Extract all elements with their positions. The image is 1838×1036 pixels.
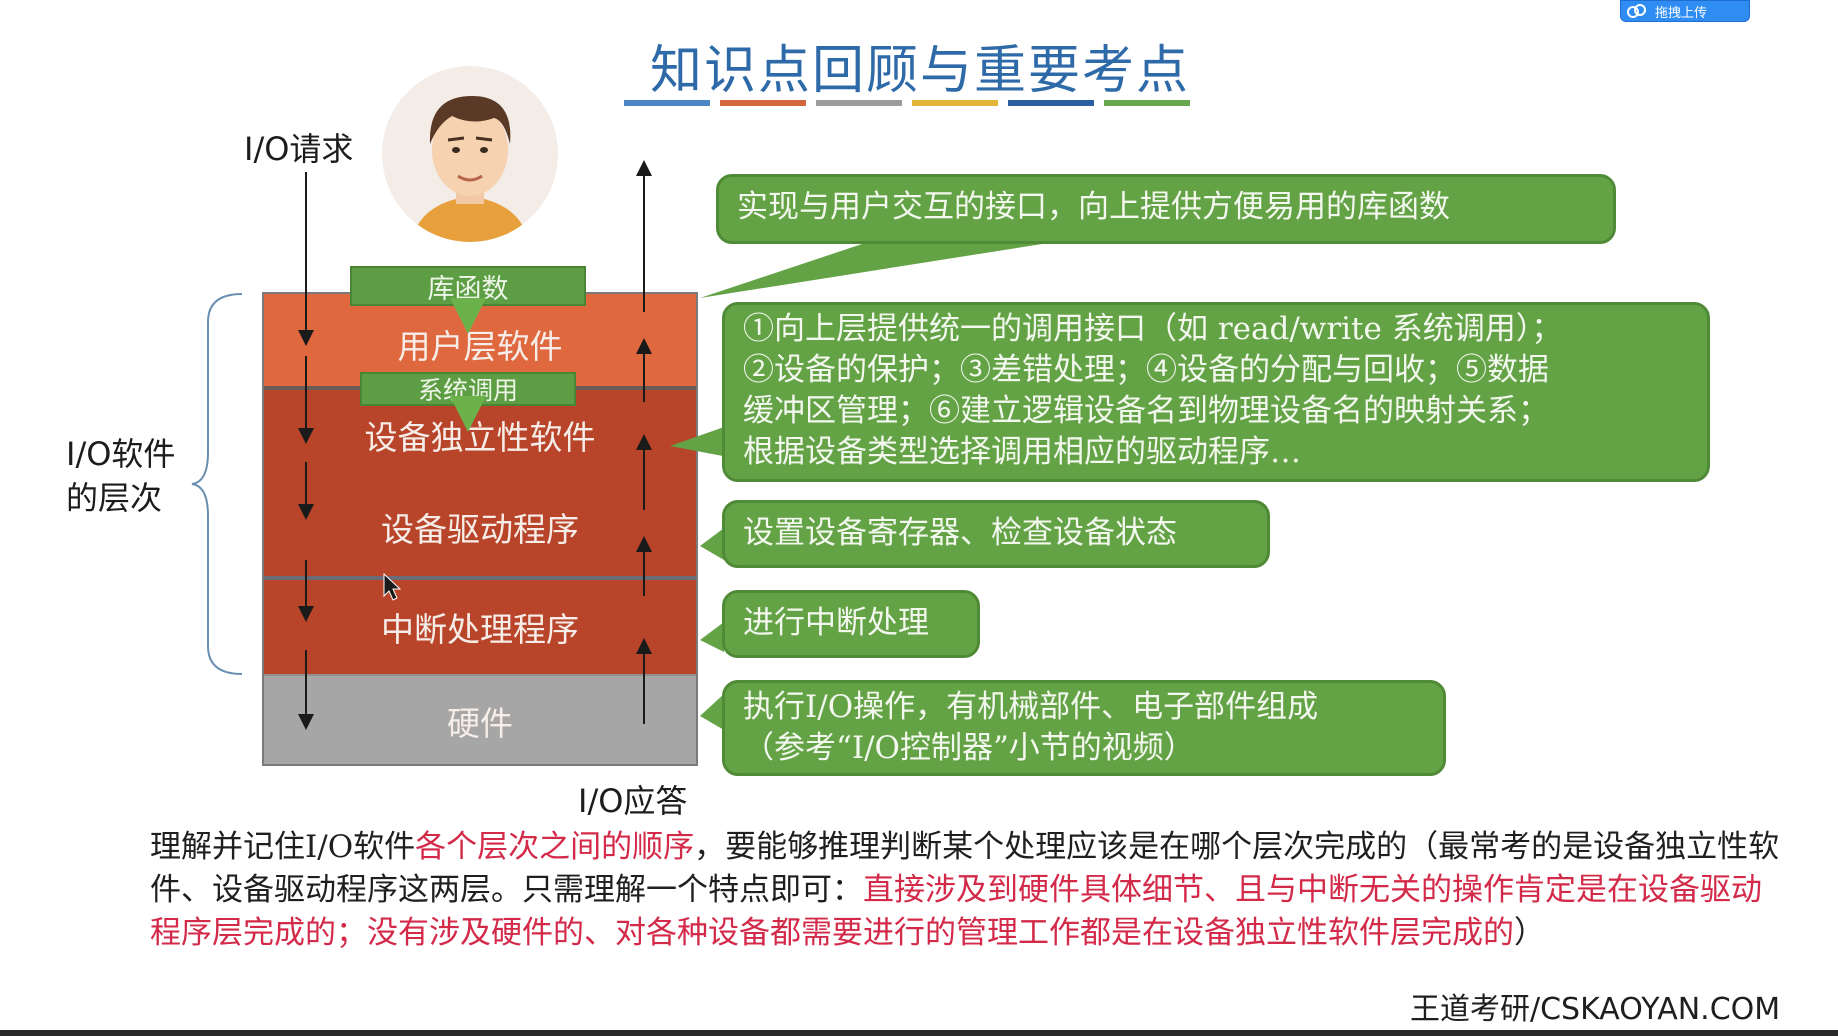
hierarchy-label-line: 的层次 <box>66 479 163 517</box>
layer-label: 设备驱动程序 <box>381 510 579 549</box>
layer-interrupt-handler: 中断处理程序 <box>262 580 698 674</box>
callout-text: 根据设备类型选择调用相应的驱动程序… <box>743 434 1301 470</box>
summary-paragraph: 理解并记住I/O软件各个层次之间的顺序，要能够推理判断某个处理应该是在哪个层次完… <box>150 826 1790 955</box>
cloud-upload-icon <box>1627 3 1647 19</box>
callout-text: 实现与用户交互的接口，向上提供方便易用的库函数 <box>737 189 1450 225</box>
hierarchy-label-line: I/O软件 <box>66 435 176 473</box>
callout-text: 执行I/O操作，有机械部件、电子部件组成 <box>743 689 1319 725</box>
paragraph-text: ） <box>1514 915 1545 951</box>
brand-footer: 王道考研/CSKAOYAN.COM <box>1410 992 1781 1027</box>
io-software-hierarchy-label: I/O软件 的层次 <box>66 432 175 520</box>
layer-device-driver: 设备驱动程序 <box>262 484 698 570</box>
title-color-bar <box>720 100 806 106</box>
io-request-label: I/O请求 <box>244 130 354 168</box>
layer-divider <box>262 576 698 580</box>
page-title: 知识点回顾与重要考点 <box>649 41 1190 101</box>
callout-interrupt: 进行中断处理 <box>722 590 980 658</box>
layer-label: 硬件 <box>447 704 513 743</box>
callout-user-layer: 实现与用户交互的接口，向上提供方便易用的库函数 <box>716 174 1616 244</box>
callout-hardware: 执行I/O操作，有机械部件、电子部件组成 （参考“I/O控制器”小节的视频） <box>722 680 1446 776</box>
callout-text: 设置设备寄存器、检查设备状态 <box>743 515 1177 551</box>
paragraph-highlight: 各个层次之间的顺序 <box>415 829 695 865</box>
upload-label: 拖拽上传 <box>1655 5 1708 21</box>
title-color-bar <box>624 100 710 106</box>
user-avatar <box>382 66 558 242</box>
title-underline-bars <box>624 100 1190 106</box>
paragraph-highlight: 直接涉及到硬件具体细节、且与中断无关的操作肯定是在设备驱动程序层完成的；没有涉及… <box>150 872 1762 951</box>
paragraph-text: 理解并记住I/O软件 <box>150 829 416 865</box>
upload-button[interactable]: 拖拽上传 <box>1620 0 1750 22</box>
title-color-bar <box>1104 100 1190 106</box>
callout-driver: 设置设备寄存器、检查设备状态 <box>722 500 1270 568</box>
bottom-rule <box>0 1030 1838 1036</box>
callout-text: 进行中断处理 <box>743 605 929 641</box>
title-color-bar <box>816 100 902 106</box>
callout-device-independent: ①向上层提供统一的调用接口（如 read/write 系统调用）； ②设备的保护… <box>722 302 1710 482</box>
mouse-cursor-icon <box>383 572 402 601</box>
io-response-label: I/O应答 <box>578 782 688 820</box>
system-call-tag: 系统调用 <box>360 372 576 406</box>
layer-hardware: 硬件 <box>262 674 698 766</box>
layer-label: 中断处理程序 <box>381 610 579 649</box>
callout-text: 缓冲区管理；⑥建立逻辑设备名到物理设备名的映射关系； <box>743 393 1549 429</box>
title-color-bar <box>912 100 998 106</box>
hierarchy-brace <box>191 293 243 675</box>
paragraph-text: ，要能够推理判断某个处理应该是在哪个层次完成的（最常考的是设备独立性软件、设备驱… <box>150 829 1780 908</box>
title-color-bar <box>1008 100 1094 106</box>
callout-text: （参考“I/O控制器”小节的视频） <box>743 730 1195 766</box>
callout-text: ①向上层提供统一的调用接口（如 read/write 系统调用）； <box>743 311 1563 347</box>
callout-text: ②设备的保护；③差错处理；④设备的分配与回收；⑤数据 <box>743 352 1549 388</box>
